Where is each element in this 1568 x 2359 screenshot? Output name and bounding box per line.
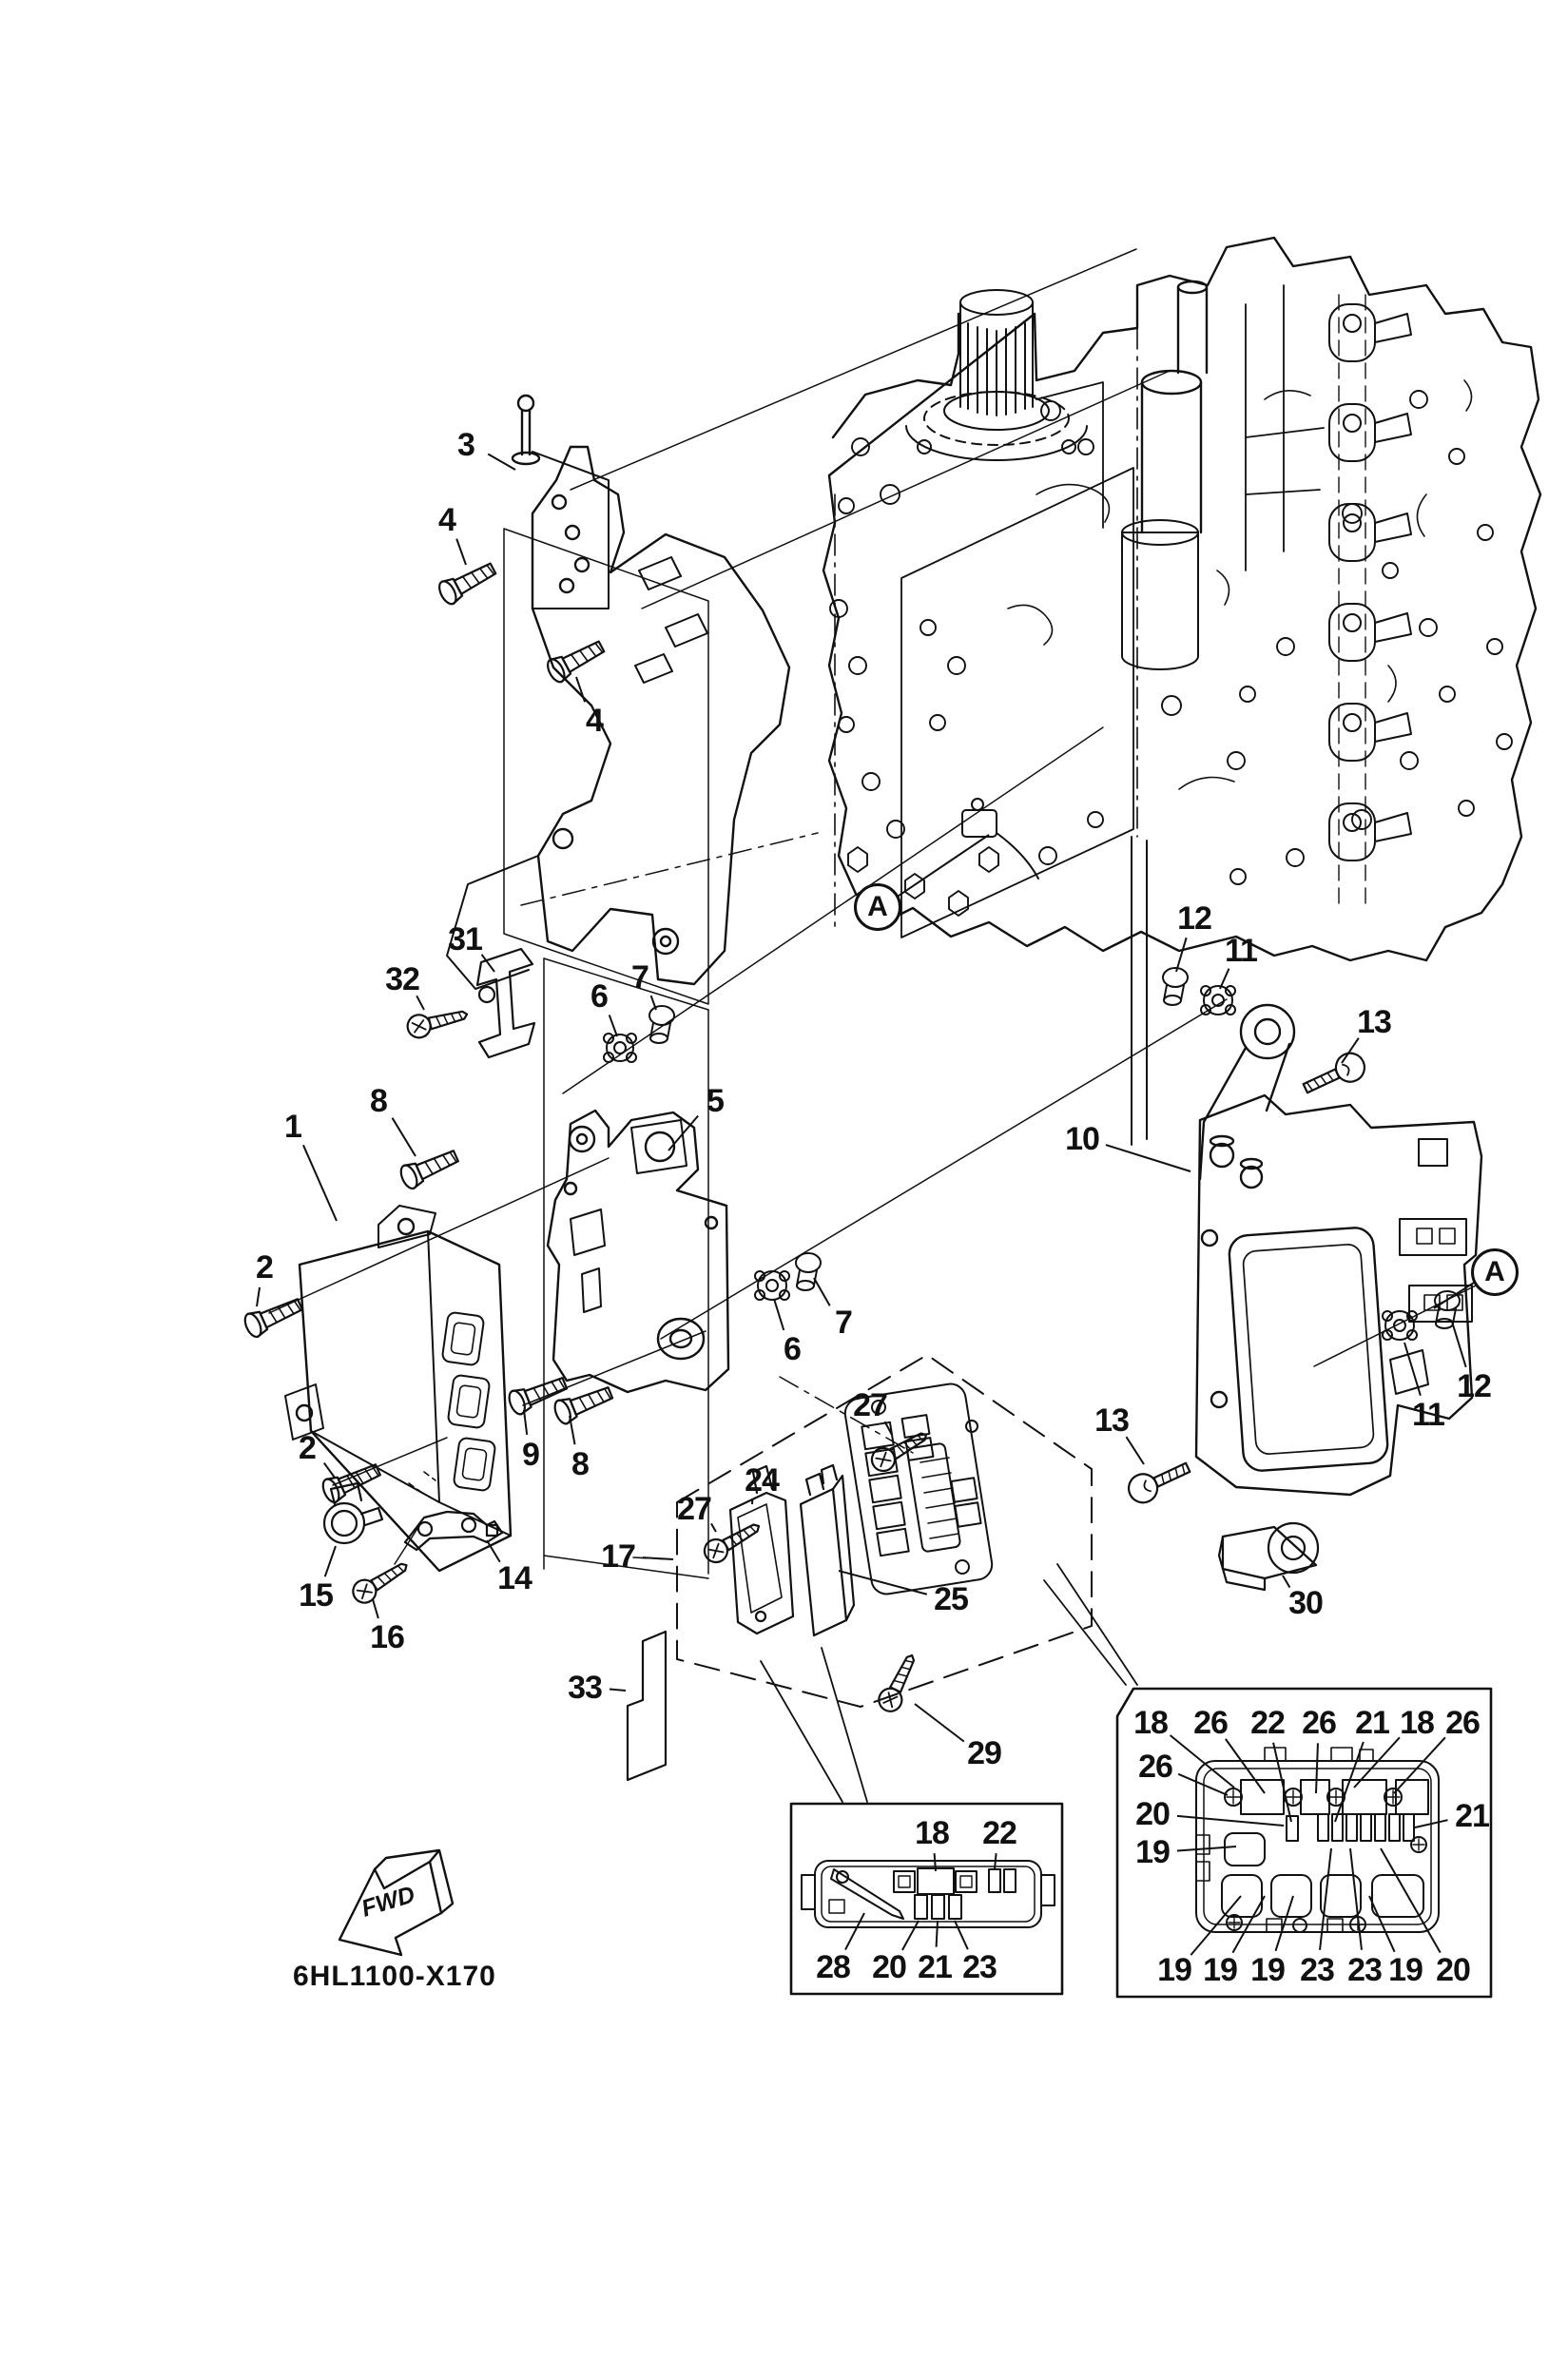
callout-10: 10 xyxy=(1065,1121,1100,1157)
callout-16: 16 xyxy=(370,1619,405,1655)
callout-9: 9 xyxy=(522,1437,540,1473)
clamp-plate-31 xyxy=(477,949,534,1057)
label-flag-33 xyxy=(628,1632,666,1780)
detail-box-right xyxy=(1117,1689,1491,1997)
callout-27: 27 xyxy=(677,1491,712,1527)
callout-28: 28 xyxy=(816,1949,851,1985)
bracket-14 xyxy=(405,1512,502,1550)
callout-12: 12 xyxy=(1457,1368,1492,1404)
callout-19: 19 xyxy=(1203,1952,1238,1988)
callout-13: 13 xyxy=(1094,1402,1130,1439)
cover-24 xyxy=(730,1466,793,1634)
callout-11: 11 xyxy=(1412,1397,1445,1433)
callout-19: 19 xyxy=(1135,1834,1171,1870)
callout-2: 2 xyxy=(299,1430,317,1466)
fusebox-assembly xyxy=(843,1382,995,1595)
callout-7: 7 xyxy=(631,959,649,996)
grommet-11b xyxy=(1383,1311,1417,1340)
callout-4: 4 xyxy=(438,502,456,538)
callout-7: 7 xyxy=(835,1305,853,1341)
callout-26: 26 xyxy=(1302,1705,1337,1741)
callout-20: 20 xyxy=(872,1949,907,1985)
callout-22: 22 xyxy=(1250,1705,1286,1741)
callout-27: 27 xyxy=(853,1387,888,1423)
callout-6: 6 xyxy=(784,1331,802,1367)
callout-32: 32 xyxy=(385,961,420,997)
grommet-6a xyxy=(604,1034,636,1062)
clamp-15 xyxy=(324,1483,382,1543)
callout-23: 23 xyxy=(962,1949,997,1985)
timing-chain-column xyxy=(1329,295,1411,903)
engine-block xyxy=(823,238,1540,960)
callout-23: 23 xyxy=(1300,1952,1335,1988)
diagram-code: 6HL1100-X170 xyxy=(293,1961,496,1992)
callout-17: 17 xyxy=(601,1538,636,1575)
callout-18: 18 xyxy=(1400,1705,1435,1741)
collar-7b xyxy=(796,1253,821,1290)
callout-2: 2 xyxy=(256,1249,274,1286)
reference-marker-A: A xyxy=(1471,1248,1519,1296)
callout-18: 18 xyxy=(1133,1705,1169,1741)
collar-12b xyxy=(1435,1291,1460,1328)
reference-marker-A: A xyxy=(854,883,901,931)
callout-24: 24 xyxy=(745,1462,780,1499)
callout-1: 1 xyxy=(284,1109,302,1145)
callout-12: 12 xyxy=(1177,900,1212,937)
callout-21: 21 xyxy=(1455,1798,1490,1834)
fuse-puller-30 xyxy=(1219,1523,1318,1590)
callout-5: 5 xyxy=(707,1083,725,1119)
callout-25: 25 xyxy=(934,1581,969,1617)
callout-31: 31 xyxy=(448,921,483,957)
splined-gear xyxy=(906,290,1087,460)
callout-19: 19 xyxy=(1388,1952,1423,1988)
callout-26: 26 xyxy=(1138,1749,1173,1785)
callout-33: 33 xyxy=(568,1670,603,1706)
grommet-6b xyxy=(755,1271,789,1300)
callout-13: 13 xyxy=(1357,1004,1392,1040)
callout-30: 30 xyxy=(1288,1585,1324,1621)
bracket-5 xyxy=(548,1111,728,1392)
detail-leader-lines xyxy=(761,1564,1137,1802)
callout-6: 6 xyxy=(590,978,609,1015)
callout-22: 22 xyxy=(982,1815,1017,1851)
engine-bolts xyxy=(830,391,1512,916)
callout-20: 20 xyxy=(1436,1952,1471,1988)
callout-3: 3 xyxy=(457,427,475,463)
callout-20: 20 xyxy=(1135,1796,1171,1832)
callout-29: 29 xyxy=(967,1735,1002,1771)
callout-18: 18 xyxy=(915,1815,950,1851)
callout-11: 11 xyxy=(1225,933,1258,969)
callout-15: 15 xyxy=(299,1577,334,1614)
callout-19: 19 xyxy=(1250,1952,1286,1988)
callout-23: 23 xyxy=(1347,1952,1383,1988)
collar-12a xyxy=(1163,968,1188,1005)
ecu-unit-1 xyxy=(285,1206,511,1571)
bracket-10-assembly xyxy=(1132,837,1481,1495)
grommet-11a xyxy=(1201,986,1235,1015)
callout-14: 14 xyxy=(497,1560,532,1596)
callout-21: 21 xyxy=(918,1949,953,1985)
mounting-bracket-3 xyxy=(447,396,789,989)
collar-7a xyxy=(649,1006,674,1043)
callout-26: 26 xyxy=(1193,1705,1229,1741)
callout-8: 8 xyxy=(370,1083,388,1119)
callout-4: 4 xyxy=(586,703,604,739)
callout-19: 19 xyxy=(1157,1952,1192,1988)
fwd-arrow-icon xyxy=(339,1850,453,1955)
callout-21: 21 xyxy=(1355,1705,1390,1741)
callout-8: 8 xyxy=(571,1446,590,1482)
callout-26: 26 xyxy=(1445,1705,1481,1741)
condenser-25 xyxy=(801,1465,854,1635)
